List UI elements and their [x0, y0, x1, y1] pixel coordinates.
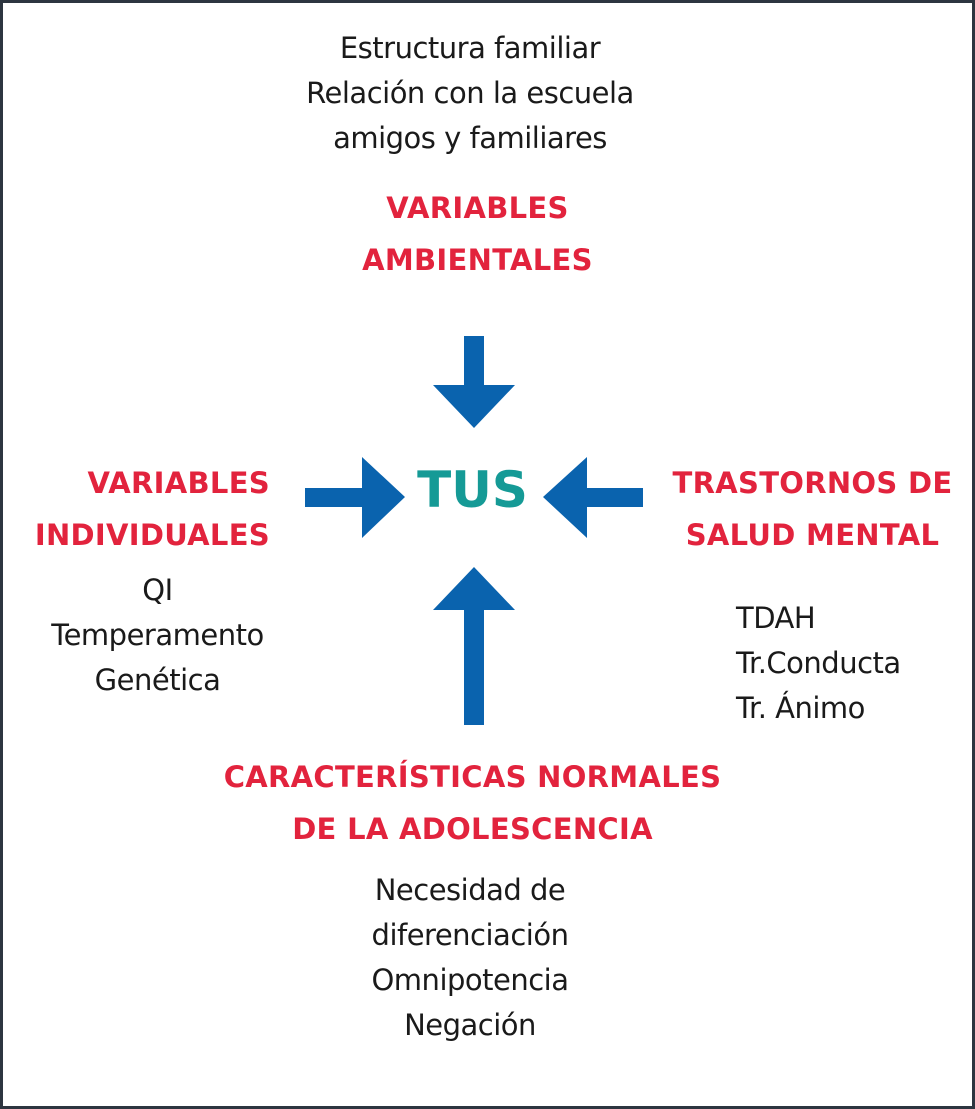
arrow-up-icon	[433, 567, 515, 725]
bottom-items: Necesidad de diferenciación Omnipotencia…	[320, 868, 620, 1048]
left-heading: VARIABLES INDIVIDUALES	[20, 457, 270, 561]
bottom-item: Omnipotencia	[371, 963, 569, 997]
heading-line: VARIABLES	[386, 191, 569, 225]
heading-line: DE LA ADOLESCENCIA	[292, 812, 653, 846]
arrow-right-icon	[305, 457, 405, 538]
bottom-heading: CARACTERÍSTICAS NORMALES DE LA ADOLESCEN…	[180, 751, 765, 855]
left-item: QI	[142, 573, 173, 607]
bottom-item: Necesidad de	[374, 873, 566, 907]
bottom-item: diferenciación	[371, 918, 569, 952]
heading-line: TRASTORNOS DE	[672, 466, 953, 500]
heading-line: CARACTERÍSTICAS NORMALES	[223, 760, 722, 794]
right-heading: TRASTORNOS DE SALUD MENTAL	[665, 457, 960, 561]
top-heading: VARIABLES AMBIENTALES	[250, 182, 705, 286]
top-items: Estructura familiar Relación con la escu…	[200, 26, 740, 161]
left-item: Genética	[94, 663, 221, 697]
right-item: Tr. Ánimo	[736, 691, 865, 725]
left-item: Temperamento	[51, 618, 264, 652]
top-item: Relación con la escuela	[306, 76, 634, 110]
center-label: TUS	[417, 461, 528, 519]
heading-line: AMBIENTALES	[362, 243, 593, 277]
bottom-item: Negación	[404, 1008, 536, 1042]
right-item: Tr.Conducta	[736, 646, 901, 680]
arrow-down-icon	[433, 336, 515, 428]
left-items: QI Temperamento Genética	[40, 568, 275, 703]
arrow-left-icon	[543, 457, 643, 538]
top-item: Estructura familiar	[339, 31, 601, 65]
heading-line: VARIABLES	[87, 466, 270, 500]
right-items: TDAH Tr.Conducta Tr. Ánimo	[736, 596, 956, 731]
heading-line: INDIVIDUALES	[34, 518, 270, 552]
right-item: TDAH	[736, 601, 816, 635]
heading-line: SALUD MENTAL	[685, 518, 940, 552]
top-item: amigos y familiares	[333, 121, 607, 155]
